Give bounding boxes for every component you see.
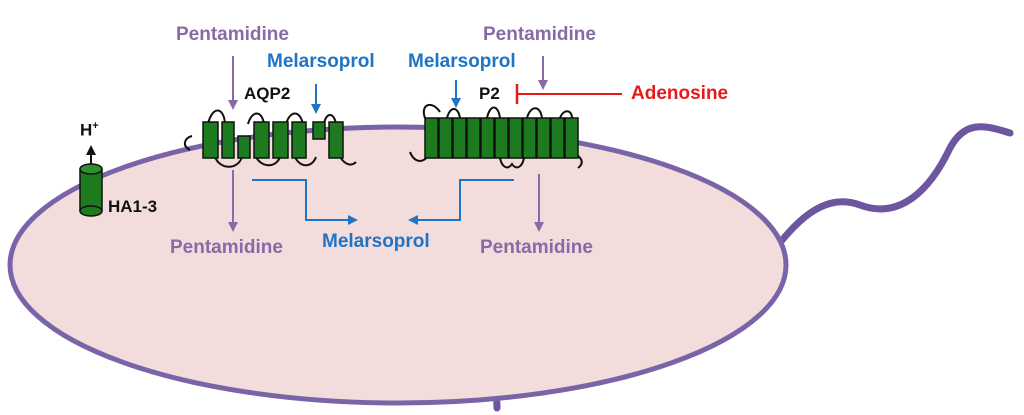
pentamidine-label-bottom-left: Pentamidine: [170, 237, 283, 258]
ha13-label: HA1-3: [108, 197, 158, 216]
transmembrane-helix-icon: [536, 117, 551, 159]
p2-label: P2: [479, 84, 500, 103]
transmembrane-helix-icon: [550, 117, 565, 159]
adenosine-label: Adenosine: [631, 83, 729, 104]
transmembrane-helix-icon: [272, 121, 289, 159]
transmembrane-helix-icon: [522, 117, 537, 159]
pentamidine-label-top-right: Pentamidine: [483, 24, 596, 45]
transmembrane-helix-icon: [466, 117, 481, 159]
aqp2-label: AQP2: [244, 84, 291, 103]
transmembrane-helix-icon: [253, 121, 270, 159]
melarsoprol-aqp2-path-arrow: [252, 179, 358, 225]
transmembrane-helix-icon: [564, 117, 579, 159]
melarsoprol-label-inside: Melarsoprol: [322, 231, 430, 252]
ha13-proton-pump: [79, 145, 103, 217]
proton-label: H+: [80, 121, 99, 139]
proton-charge: +: [92, 120, 99, 132]
melarsoprol-label-top-right: Melarsoprol: [408, 51, 516, 72]
transmembrane-helix-icon: [438, 117, 453, 159]
aqp2-transporter: [184, 109, 357, 168]
transmembrane-helix-icon: [291, 121, 307, 159]
p2-transporter: [409, 103, 583, 169]
transmembrane-helix-icon: [480, 117, 495, 159]
transmembrane-helix-icon: [312, 121, 326, 140]
transmembrane-helix-icon: [237, 135, 251, 159]
transmembrane-helix-icon: [424, 117, 439, 159]
melarsoprol-p2-path-arrow: [408, 179, 514, 225]
transmembrane-helix-icon: [452, 117, 467, 159]
melarsoprol-label-top-left: Melarsoprol: [267, 51, 375, 72]
transmembrane-helix-icon: [328, 121, 344, 159]
transmembrane-helix-icon: [508, 117, 523, 159]
pentamidine-label-top-left: Pentamidine: [176, 24, 289, 45]
proton-symbol: H: [80, 120, 93, 140]
cell-body: [7, 124, 789, 406]
transmembrane-helix-icon: [494, 117, 509, 159]
transmembrane-helix-icon: [221, 121, 235, 159]
pentamidine-label-bottom-right: Pentamidine: [480, 237, 593, 258]
proton-pump-cylinder-icon: [79, 163, 103, 217]
transmembrane-helix-icon: [202, 121, 219, 159]
